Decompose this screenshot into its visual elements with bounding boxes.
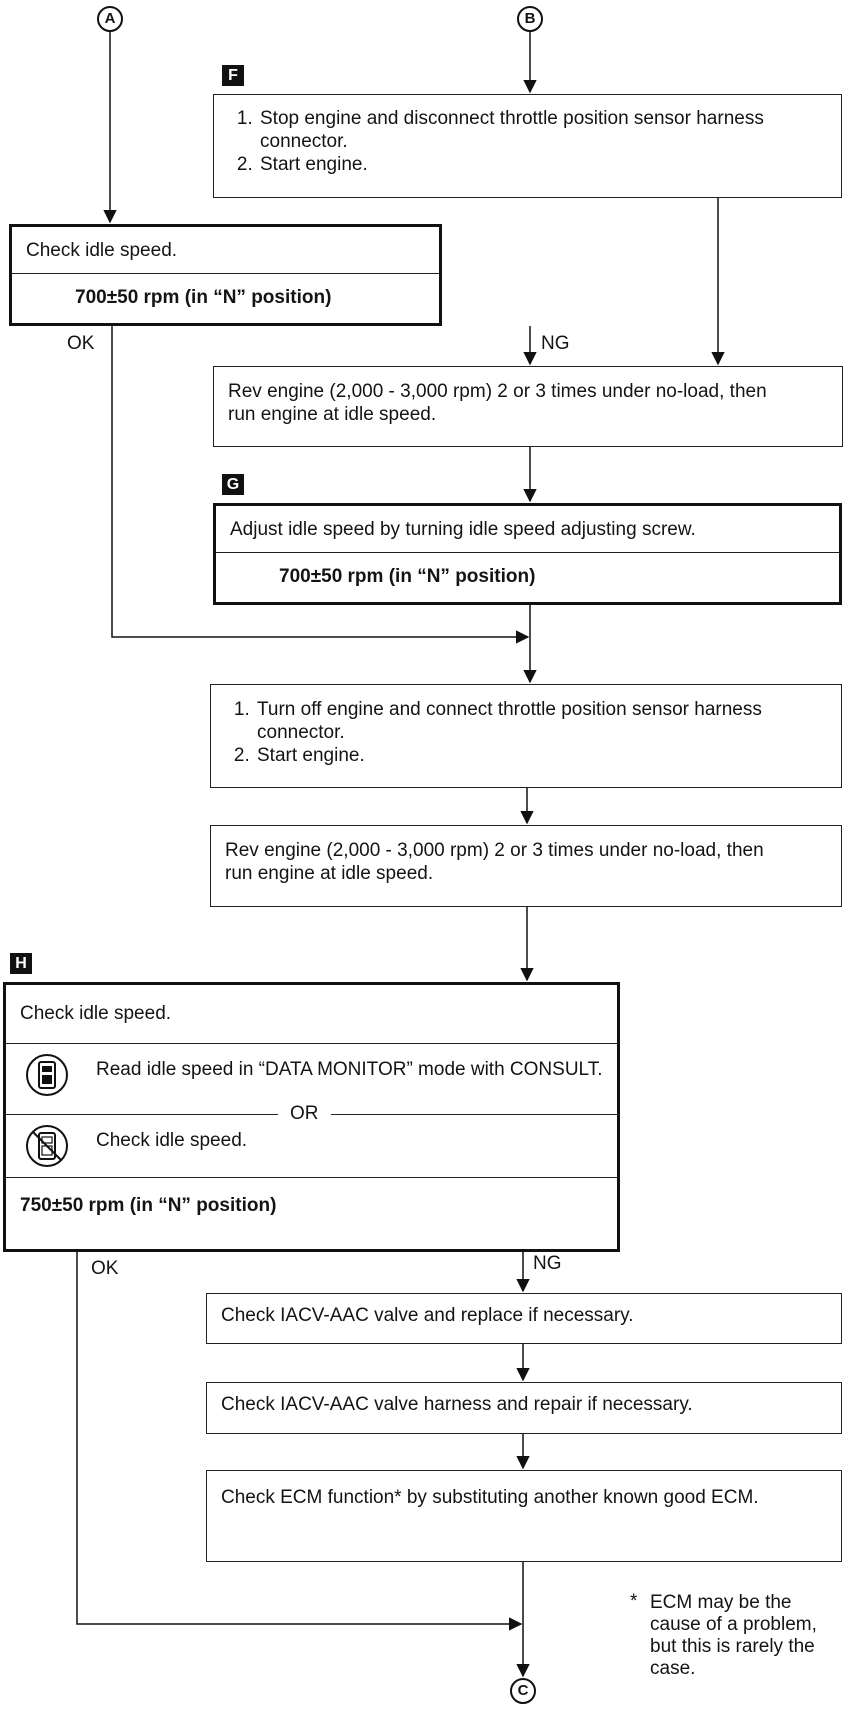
ecm-check-text: Check ECM function* by substituting anot… xyxy=(221,1487,759,1508)
branch-ng-2: NG xyxy=(533,1253,562,1274)
harness-check-text: Check IACV-AAC valve harness and repair … xyxy=(221,1394,693,1415)
rev-engine-text-2: Rev engine (2,000 - 3,000 rpm) 2 or 3 ti… xyxy=(225,840,764,884)
check-idle-speed-box: Check idle speed. 700±50 rpm (in “N” pos… xyxy=(9,224,442,326)
branch-ng-1: NG xyxy=(541,333,570,354)
step-h-label: Check idle speed. xyxy=(6,985,617,1044)
no-consult-icon xyxy=(25,1124,69,1168)
branch-ok-1: OK xyxy=(67,333,95,354)
consult-device-icon xyxy=(25,1053,69,1097)
harness-check-box: Check IACV-AAC valve harness and repair … xyxy=(206,1382,842,1434)
connector-c: C xyxy=(510,1678,536,1704)
step-f-item-1: Stop engine and disconnect throttle posi… xyxy=(258,107,827,153)
footnote-marker: * xyxy=(630,1591,638,1612)
turn-off-engine-box: Turn off engine and connect throttle pos… xyxy=(210,684,842,788)
step-g-box: Adjust idle speed by turning idle speed … xyxy=(213,503,842,605)
connector-a: A xyxy=(97,6,123,32)
turn-off-item-2: Start engine. xyxy=(255,744,827,767)
step-h-methods: Read idle speed in “DATA MONITOR” mode w… xyxy=(6,1044,617,1178)
turn-off-list: Turn off engine and connect throttle pos… xyxy=(225,698,827,767)
rev-engine-box-2: Rev engine (2,000 - 3,000 rpm) 2 or 3 ti… xyxy=(210,825,842,907)
rev-engine-text-1: Rev engine (2,000 - 3,000 rpm) 2 or 3 ti… xyxy=(228,381,767,425)
iacv-check-box: Check IACV-AAC valve and replace if nece… xyxy=(206,1293,842,1344)
step-tag-f: F xyxy=(222,65,244,86)
footnote-text: ECM may be the cause of a problem, but t… xyxy=(650,1592,817,1679)
step-f-box: Stop engine and disconnect throttle posi… xyxy=(213,94,842,198)
consult-text: Read idle speed in “DATA MONITOR” mode w… xyxy=(96,1059,603,1080)
or-label: OR xyxy=(278,1102,331,1126)
step-g-spec: 700±50 rpm (in “N” position) xyxy=(279,566,536,587)
step-f-list: Stop engine and disconnect throttle posi… xyxy=(228,107,827,176)
ecm-check-box: Check ECM function* by substituting anot… xyxy=(206,1470,842,1562)
step-tag-g: G xyxy=(222,474,244,495)
step-h-box: Check idle speed. Read idle speed in “DA… xyxy=(3,982,620,1252)
connector-b: B xyxy=(517,6,543,32)
rev-engine-box-1: Rev engine (2,000 - 3,000 rpm) 2 or 3 ti… xyxy=(213,366,843,447)
branch-ok-2: OK xyxy=(91,1258,119,1279)
turn-off-item-1: Turn off engine and connect throttle pos… xyxy=(255,698,827,744)
step-f-item-2: Start engine. xyxy=(258,153,827,176)
step-h-spec: 750±50 rpm (in “N” position) xyxy=(20,1195,277,1216)
step-tag-h: H xyxy=(10,953,32,974)
check-idle-speed-label: Check idle speed. xyxy=(12,227,439,274)
step-g-label: Adjust idle speed by turning idle speed … xyxy=(216,506,839,553)
check-idle-speed-spec: 700±50 rpm (in “N” position) xyxy=(75,287,332,308)
iacv-check-text: Check IACV-AAC valve and replace if nece… xyxy=(221,1305,634,1326)
no-consult-text: Check idle speed. xyxy=(96,1130,248,1151)
